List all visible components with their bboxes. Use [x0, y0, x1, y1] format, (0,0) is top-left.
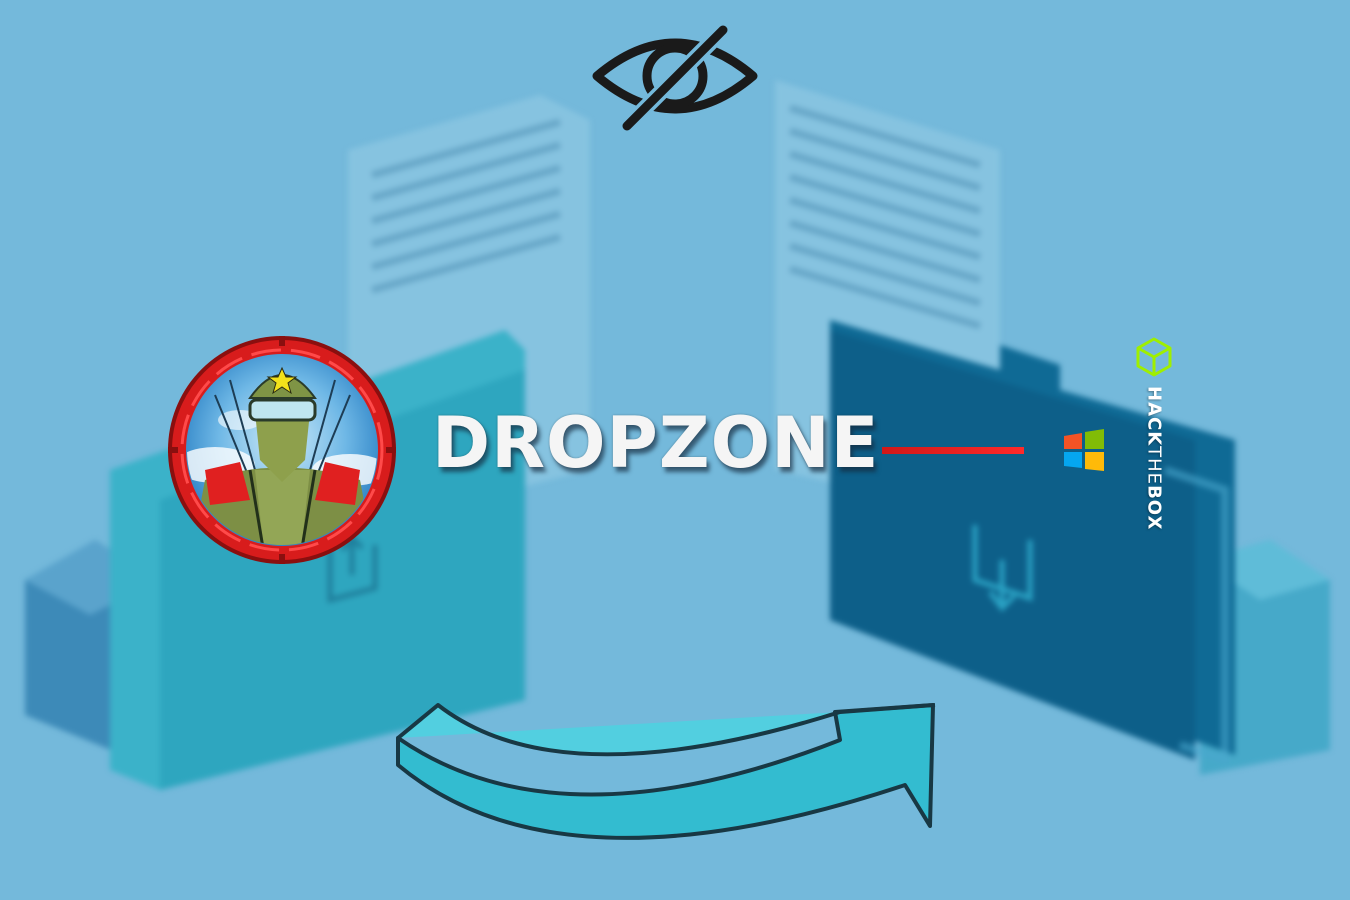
title-divider-line — [882, 447, 1024, 454]
right-folder — [830, 320, 1235, 766]
hackthebox-text: HACKTHEBOX — [1144, 386, 1165, 530]
paratrooper-avatar-icon — [168, 336, 396, 564]
machine-title: DROPZONE — [432, 402, 880, 484]
hackthebox-cube-icon — [1136, 337, 1172, 377]
brand-part-the: THE — [1143, 446, 1165, 486]
background-scene — [25, 80, 1330, 790]
eye-slash-icon — [592, 24, 758, 132]
hackthebox-wordmark: HACKTHEBOX — [1140, 386, 1168, 566]
brand-part-box: BOX — [1143, 485, 1165, 531]
windows-logo-icon — [1064, 429, 1104, 471]
brand-part-hack: HACK — [1143, 386, 1165, 447]
curved-arrow-icon — [396, 703, 936, 840]
